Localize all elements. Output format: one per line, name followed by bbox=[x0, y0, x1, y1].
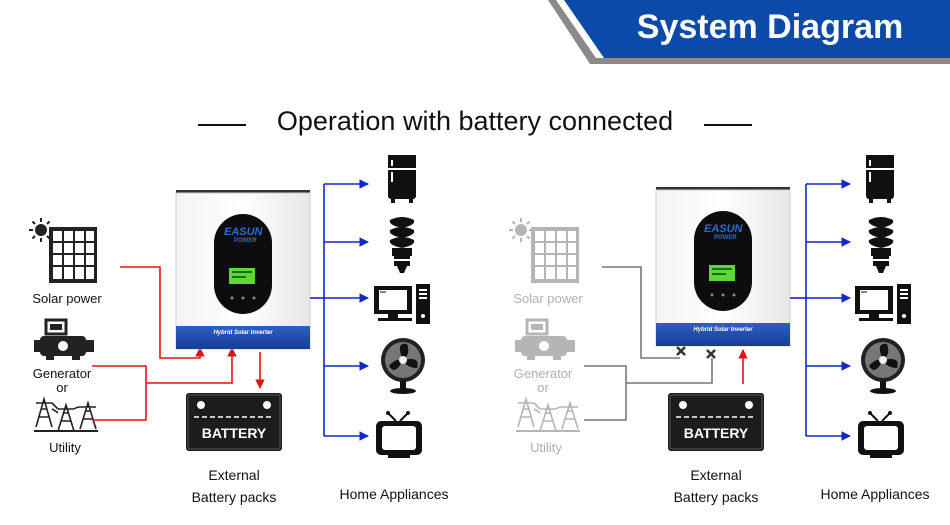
generator-label: Generator bbox=[32, 366, 92, 381]
output-power-lines bbox=[790, 179, 851, 441]
inverter-brand: EASUN bbox=[224, 226, 263, 238]
sun-icon bbox=[508, 217, 534, 243]
light-bulb-icon bbox=[868, 217, 894, 273]
battery-caption-line1: External bbox=[690, 467, 742, 483]
header-banner bbox=[548, 0, 950, 64]
utility-label: Utility bbox=[530, 440, 562, 455]
light-bulb-icon bbox=[389, 217, 415, 273]
fan-icon bbox=[861, 338, 905, 394]
inverter-model-label: Hybrid Solar Inverter bbox=[213, 330, 273, 336]
disconnect-x-icon bbox=[676, 346, 716, 359]
generator-icon bbox=[32, 318, 96, 362]
tv-icon bbox=[375, 410, 423, 459]
subtitle-rule-right bbox=[704, 124, 752, 126]
right-panel bbox=[508, 154, 912, 459]
home-appliances-label: Home Appliances bbox=[820, 486, 930, 502]
refrigerator-icon bbox=[865, 154, 895, 204]
disconnected-lines bbox=[584, 266, 713, 421]
or-label: or bbox=[56, 380, 68, 395]
diagram-subtitle: Operation with battery connected bbox=[276, 106, 674, 136]
computer-icon bbox=[854, 283, 912, 325]
tv-icon bbox=[857, 410, 905, 459]
battery-caption-line1: External bbox=[208, 467, 260, 483]
computer-icon bbox=[373, 283, 431, 325]
output-power-lines bbox=[310, 179, 369, 441]
utility-label: Utility bbox=[49, 440, 81, 455]
subtitle-rule-left bbox=[198, 124, 246, 126]
fan-icon bbox=[381, 338, 425, 394]
refrigerator-icon bbox=[387, 154, 417, 204]
or-label: or bbox=[537, 380, 549, 395]
battery-caption-line2: Battery packs bbox=[191, 489, 277, 505]
utility-icon bbox=[515, 398, 581, 432]
inverter-icon bbox=[175, 189, 311, 350]
utility-icon bbox=[33, 398, 99, 432]
solar-power-label: Solar power bbox=[513, 291, 583, 306]
page-title: System Diagram bbox=[636, 8, 904, 46]
battery-label: BATTERY bbox=[201, 425, 267, 441]
inverter-brand-sub: POWER bbox=[234, 238, 257, 244]
inverter-brand: EASUN bbox=[704, 223, 743, 235]
inverter-brand-sub: POWER bbox=[714, 235, 737, 241]
home-appliances-label: Home Appliances bbox=[339, 486, 449, 502]
inactive-sources bbox=[508, 217, 581, 432]
battery-icon bbox=[185, 392, 283, 452]
solar-panel-icon bbox=[531, 227, 579, 283]
left-panel bbox=[28, 154, 431, 459]
battery-caption-line2: Battery packs bbox=[673, 489, 759, 505]
generator-label: Generator bbox=[513, 366, 573, 381]
inverter-model-label: Hybrid Solar Inverter bbox=[693, 327, 753, 333]
input-power-lines bbox=[92, 266, 265, 421]
solar-power-label: Solar power bbox=[32, 291, 102, 306]
battery-label: BATTERY bbox=[683, 425, 749, 441]
solar-panel-icon bbox=[49, 227, 97, 283]
battery-icon bbox=[667, 392, 765, 452]
inverter-icon bbox=[655, 186, 791, 347]
generator-icon bbox=[513, 318, 577, 362]
